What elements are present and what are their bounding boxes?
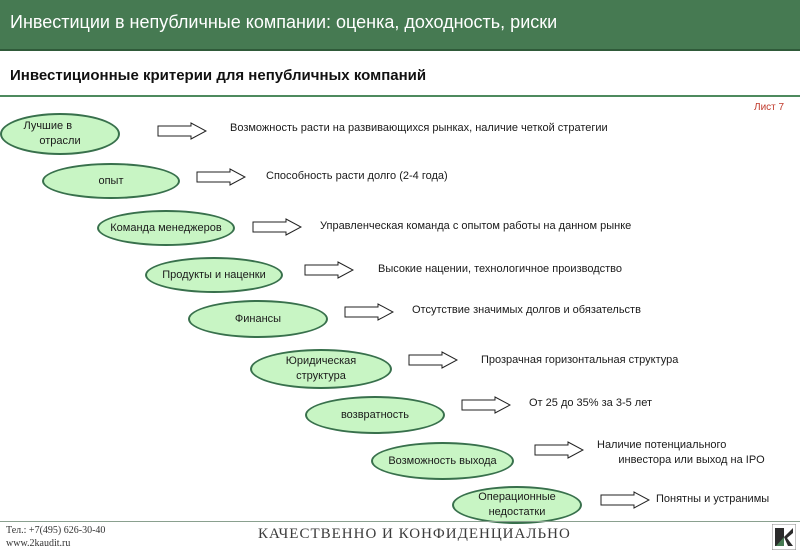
criterion-oval-experience: опыт — [42, 163, 180, 199]
criterion-description-5: Отсутствие значимых долгов и обязательст… — [412, 304, 641, 316]
title-banner: Инвестиции в непубличные компании: оценк… — [0, 0, 800, 51]
criterion-oval-industry-leaders: Лучшие в отрасли — [0, 113, 120, 155]
criterion-arrow-2 — [196, 168, 246, 186]
criterion-description-9: Понятны и устранимы — [656, 493, 770, 505]
criterion-oval-exit-opportunity: Возможность выхода — [371, 442, 514, 480]
criterion-description-1: Возможность расти на развивающихся рынка… — [230, 122, 608, 134]
criterion-description-3: Управленческая команда с опытом работы н… — [320, 220, 632, 232]
criterion-arrow-8 — [534, 441, 584, 459]
footer-divider — [0, 521, 800, 522]
criterion-description-8: Наличие потенциального инвестора или вых… — [597, 439, 765, 466]
criterion-oval-operational-weaknesses: Операционные недостатки — [452, 486, 582, 524]
criterion-arrow-9 — [600, 491, 650, 509]
footer-website[interactable]: www.2kaudit.ru — [6, 538, 71, 549]
criterion-description-6: Прозрачная горизонтальная структура — [481, 354, 679, 366]
criterion-oval-returns: возвратность — [305, 396, 445, 434]
criterion-arrow-5 — [344, 303, 394, 321]
criterion-description-4: Высокие нацении, технологичное производс… — [378, 263, 623, 275]
subtitle-divider — [0, 95, 800, 97]
footer-contact: Тел.: +7(495) 626-30-40 www.2kaudit.ru — [6, 524, 105, 550]
criterion-arrow-6 — [408, 351, 458, 369]
criterion-description-2: Способность расти долго (2-4 года) — [266, 170, 448, 182]
criterion-arrow-1 — [157, 122, 207, 140]
company-logo — [772, 524, 796, 550]
sheet-number: Лист 7 — [754, 102, 785, 113]
criterion-description-7: От 25 до 35% за 3-5 лет — [529, 397, 652, 409]
criterion-oval-finance: Финансы — [188, 300, 328, 338]
criterion-oval-legal-structure: Юридическая структура — [250, 349, 392, 389]
criterion-arrow-7 — [461, 396, 511, 414]
criterion-arrow-4 — [304, 261, 354, 279]
slide-subtitle: Инвестиционные критерии для непубличных … — [10, 67, 427, 84]
footer-slogan: КАЧЕСТВЕННО И КОНФИДЕНЦИАЛЬНО — [258, 526, 571, 542]
slide-title: Инвестиции в непубличные компании: оценк… — [10, 12, 558, 32]
footer-phone: Тел.: +7(495) 626-30-40 — [6, 525, 106, 536]
criterion-arrow-3 — [252, 218, 302, 236]
criterion-oval-products-margins: Продукты и наценки — [145, 257, 283, 293]
criterion-oval-management-team: Команда менеджеров — [97, 210, 235, 246]
criteria-diagram: Лучшие в отрасли Возможность расти на ра… — [0, 113, 770, 524]
